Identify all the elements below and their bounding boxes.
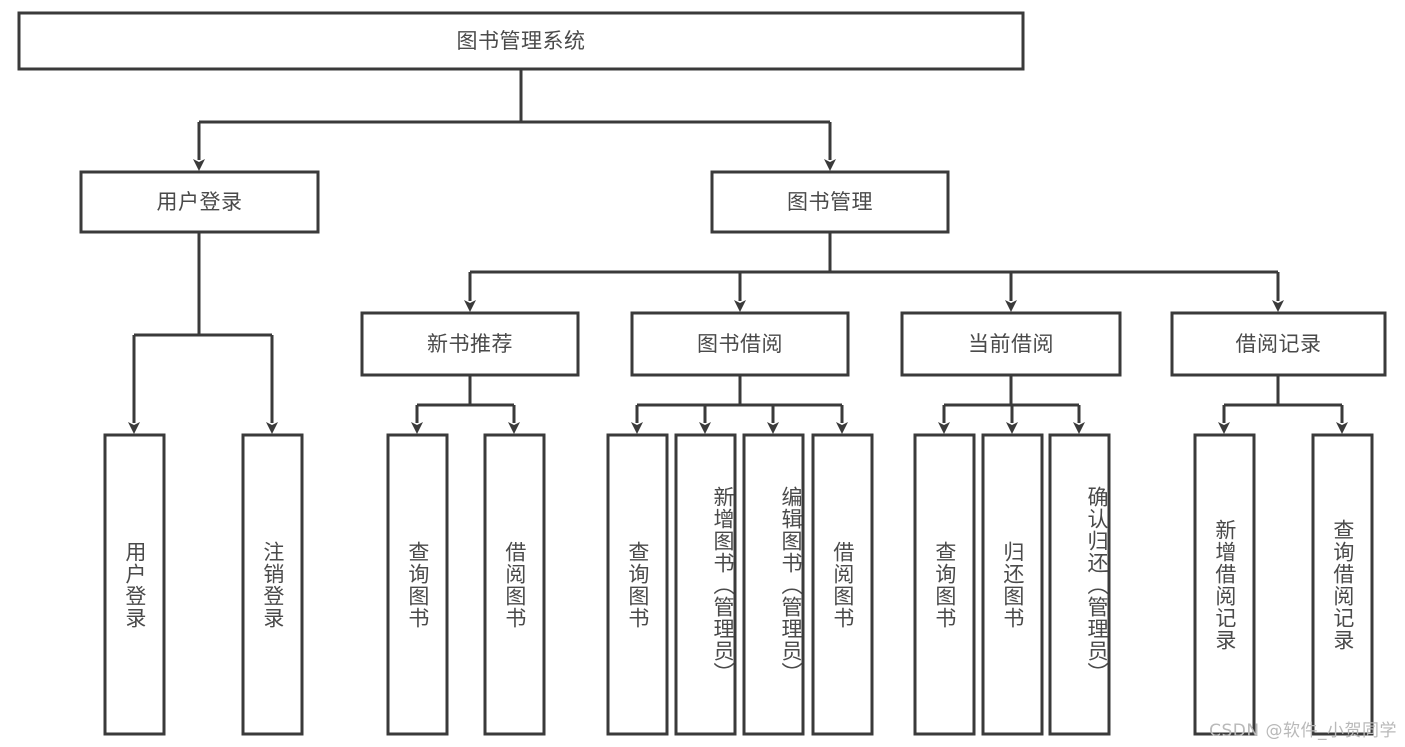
leaf-box-query-borrow-record[interactable]	[1311, 433, 1374, 736]
leaf-boxes	[103, 433, 1374, 736]
leaf-box-logout-login[interactable]	[241, 433, 304, 736]
leaf-box-borrow-book[interactable]	[811, 433, 874, 736]
leaf-box-confirm-return-admin[interactable]	[1048, 433, 1111, 736]
leaf-box-user-login[interactable]	[103, 433, 166, 736]
node-box-user-login[interactable]	[79, 170, 320, 234]
leaf-box-add-borrow-record[interactable]	[1193, 433, 1256, 736]
leaf-box-return-book[interactable]	[981, 433, 1044, 736]
connector-lines	[128, 69, 1348, 434]
node-box-book-borrow[interactable]	[630, 311, 850, 377]
leaf-box-query-book-borrow[interactable]	[606, 433, 669, 736]
node-boxes	[17, 11, 1387, 377]
leaf-box-edit-book-admin[interactable]	[742, 433, 805, 736]
leaf-box-borrow-book-recommend[interactable]	[483, 433, 546, 736]
node-box-current-borrow[interactable]	[900, 311, 1122, 377]
leaf-box-query-book-current[interactable]	[913, 433, 976, 736]
node-box-root[interactable]	[17, 11, 1025, 71]
node-box-book-manage[interactable]	[710, 170, 950, 234]
node-box-borrow-record[interactable]	[1170, 311, 1387, 377]
leaf-box-add-book-admin[interactable]	[674, 433, 737, 736]
leaf-box-query-book-recommend[interactable]	[386, 433, 449, 736]
node-box-new-book-recommend[interactable]	[360, 311, 580, 377]
